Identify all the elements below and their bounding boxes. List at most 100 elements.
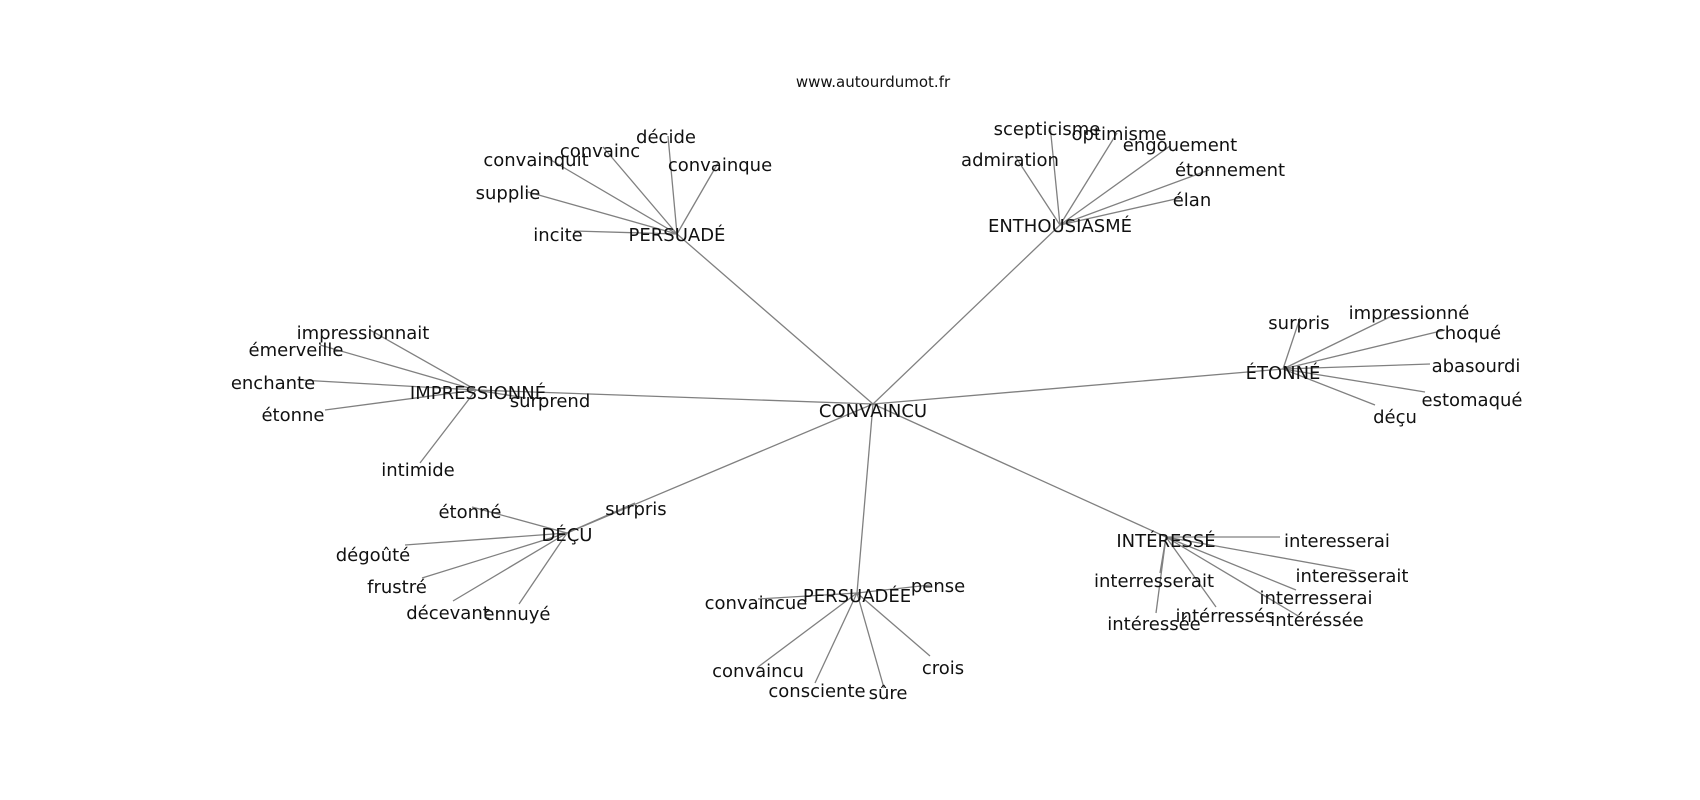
edge-hub-leaf bbox=[573, 230, 678, 235]
leaf-word[interactable]: dégoûté bbox=[336, 545, 410, 566]
edge-hub-leaf bbox=[1059, 132, 1118, 226]
hub-word[interactable]: PERSUADÉ bbox=[629, 224, 726, 246]
edge-hub-leaf bbox=[452, 532, 568, 602]
edge-hub-leaf bbox=[1282, 368, 1376, 406]
leaf-word[interactable]: impressionnait bbox=[297, 323, 430, 344]
leaf-word[interactable]: interresserai bbox=[1260, 588, 1373, 609]
leaf-word[interactable]: décevant bbox=[406, 603, 490, 624]
edge-hub-leaf bbox=[1049, 124, 1061, 226]
leaf-word[interactable]: sûre bbox=[869, 683, 908, 704]
leaf-word[interactable]: scepticisme bbox=[994, 119, 1101, 140]
leaf-word[interactable]: intimide bbox=[381, 460, 455, 481]
edge-hub-leaf bbox=[1165, 536, 1301, 618]
edge-hub-leaf bbox=[324, 389, 477, 411]
edge-center-hub bbox=[872, 368, 1284, 405]
edge-hub-leaf bbox=[404, 532, 568, 546]
hub-word[interactable]: INTÉRESSÉ bbox=[1116, 530, 1215, 552]
leaf-word[interactable]: convainque bbox=[668, 155, 772, 176]
hub-word[interactable]: IMPRESSIONNÉ bbox=[410, 382, 546, 404]
leaf-word[interactable]: pense bbox=[911, 576, 965, 597]
leaf-word[interactable]: supplie bbox=[476, 183, 541, 204]
leaf-word[interactable]: étonné bbox=[438, 502, 501, 523]
edge-hub-leaf bbox=[856, 592, 931, 657]
edge-hub-leaf bbox=[1165, 536, 1356, 572]
edge-hub-leaf bbox=[527, 191, 678, 235]
edge-hub-leaf bbox=[299, 379, 477, 391]
edge-hub-leaf bbox=[1059, 169, 1210, 226]
leaf-word[interactable]: intéréssée bbox=[1270, 610, 1364, 631]
edge-center-hub bbox=[872, 403, 1167, 538]
leaf-word[interactable]: admiration bbox=[961, 150, 1059, 171]
leaf-word[interactable]: interesserait bbox=[1296, 566, 1409, 587]
leaf-word[interactable]: impressionné bbox=[1349, 303, 1470, 324]
leaf-word[interactable]: surpris bbox=[605, 499, 666, 520]
leaf-word[interactable]: surpris bbox=[1268, 313, 1329, 334]
edge-hub-leaf bbox=[667, 135, 678, 235]
hub-word[interactable]: ENTHOUSIASMÉ bbox=[988, 215, 1132, 237]
edge-hub-leaf bbox=[757, 592, 858, 668]
leaf-word[interactable]: surprend bbox=[510, 391, 591, 412]
leaf-word[interactable]: frustré bbox=[367, 577, 427, 598]
edge-hub-leaf bbox=[566, 502, 636, 534]
edge-hub-leaf bbox=[856, 592, 885, 689]
edge-hub-leaf bbox=[1165, 536, 1217, 608]
edge-center-hub bbox=[475, 389, 874, 405]
leaf-word[interactable]: étonnement bbox=[1175, 160, 1285, 181]
hub-word[interactable]: PERSUADÉE bbox=[803, 585, 911, 607]
edge-hub-leaf bbox=[421, 532, 568, 579]
leaf-word[interactable]: incite bbox=[533, 225, 582, 246]
edge-hub-leaf bbox=[319, 344, 477, 391]
hub-word[interactable]: ÉTONNÉ bbox=[1246, 362, 1321, 384]
edge-hub-leaf bbox=[471, 506, 568, 534]
leaf-word[interactable]: crois bbox=[922, 658, 964, 679]
leaf-word[interactable]: intéressée bbox=[1107, 614, 1201, 635]
edge-hub-leaf bbox=[369, 329, 477, 391]
edge-hub-leaf bbox=[1165, 536, 1297, 591]
edge-hub-leaf bbox=[676, 162, 719, 235]
edge-hub-leaf bbox=[1282, 368, 1426, 393]
edge-hub-leaf bbox=[1155, 536, 1167, 614]
leaf-word[interactable]: optimisme bbox=[1071, 124, 1166, 145]
edge-hub-leaf bbox=[1282, 312, 1399, 370]
leaf-word[interactable]: déçu bbox=[1373, 407, 1417, 428]
edge-hub-leaf bbox=[1282, 317, 1301, 370]
edge-hub-leaf bbox=[1059, 197, 1181, 226]
leaf-word[interactable]: interresserait bbox=[1094, 571, 1214, 592]
leaf-word[interactable]: intérressés bbox=[1176, 606, 1275, 627]
leaf-word[interactable]: convaincue bbox=[705, 593, 808, 614]
edge-hub-leaf bbox=[1014, 155, 1061, 226]
leaf-word[interactable]: engouement bbox=[1123, 135, 1237, 156]
edge-hub-leaf bbox=[856, 584, 931, 594]
leaf-word[interactable]: émerveille bbox=[249, 340, 344, 361]
leaf-word[interactable]: convainc bbox=[560, 141, 640, 162]
edge-hub-leaf bbox=[602, 146, 678, 235]
leaf-word[interactable]: interesserai bbox=[1284, 531, 1390, 552]
edge-hub-leaf bbox=[419, 389, 477, 464]
leaf-word[interactable]: abasourdi bbox=[1432, 356, 1521, 377]
center-word[interactable]: CONVAINCU bbox=[819, 401, 927, 422]
edge-center-hub bbox=[872, 224, 1061, 405]
leaf-word[interactable]: enchante bbox=[231, 373, 315, 394]
edge-hub-leaf bbox=[757, 592, 858, 600]
leaf-word[interactable]: convainquit bbox=[483, 150, 588, 171]
leaf-word[interactable]: élan bbox=[1173, 190, 1212, 211]
leaf-word[interactable]: étonne bbox=[261, 405, 324, 426]
edge-hub-leaf bbox=[518, 532, 568, 605]
edge-hub-leaf bbox=[1282, 329, 1446, 370]
leaf-word[interactable]: estomaqué bbox=[1422, 390, 1523, 411]
leaf-word[interactable]: ennuyé bbox=[483, 604, 550, 625]
edge-hub-leaf bbox=[475, 389, 527, 399]
leaf-word[interactable]: convaincu bbox=[712, 661, 804, 682]
leaf-word[interactable]: décide bbox=[636, 127, 696, 148]
leaf-word[interactable]: choqué bbox=[1435, 323, 1501, 344]
edge-center-hub bbox=[566, 403, 874, 534]
edge-hub-leaf bbox=[1282, 363, 1431, 370]
site-title: www.autourdumot.fr bbox=[796, 73, 951, 91]
leaf-word[interactable]: consciente bbox=[768, 681, 865, 702]
edge-center-hub bbox=[676, 233, 874, 405]
edge-center-hub bbox=[856, 403, 874, 594]
edge-hub-leaf bbox=[1059, 145, 1171, 226]
hub-word[interactable]: DÉÇU bbox=[542, 524, 593, 546]
